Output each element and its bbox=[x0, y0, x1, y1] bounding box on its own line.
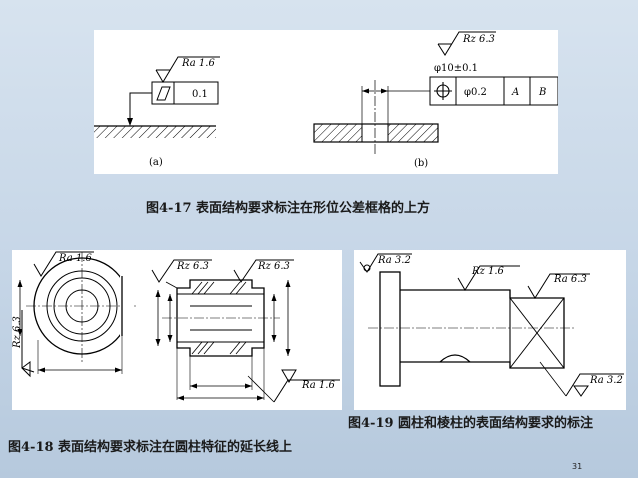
flatness-icon bbox=[156, 86, 171, 101]
ra-left-label-19: Ra 3.2 bbox=[377, 255, 411, 266]
hatched-surface bbox=[94, 126, 216, 138]
fig17a-drawing: 0.1 Ra 1.6 (a) bbox=[94, 56, 220, 168]
fig19-drawing: Ra 3.2 Rz 1.6 Ra 6.3 Ra 3.2 bbox=[359, 253, 624, 397]
rz-mid-label-19: Rz 1.6 bbox=[471, 266, 505, 277]
position-icon bbox=[434, 82, 452, 100]
flange bbox=[379, 271, 401, 387]
tolerance-value: 0.1 bbox=[192, 89, 208, 100]
datum-b: B bbox=[538, 87, 546, 98]
ra-bottom-label: Ra 1.6 bbox=[301, 380, 335, 391]
roughness-symbol-left bbox=[151, 259, 212, 283]
fig18-drawing: Ra 1.6 Rz 6.3 bbox=[12, 251, 340, 403]
groove bbox=[439, 354, 471, 363]
shaft-body bbox=[400, 289, 565, 369]
rz-label: Rz 6.3 bbox=[462, 34, 495, 45]
roughness-symbol-bottom-19 bbox=[573, 385, 589, 397]
roughness-symbol-side bbox=[21, 361, 31, 378]
roughness-symbol bbox=[155, 56, 220, 83]
tolerance-frame bbox=[151, 81, 219, 105]
fig18-panel: Ra 1.6 Rz 6.3 bbox=[12, 250, 342, 410]
fig19-caption: 图4-19 圆柱和棱柱的表面结构要求的标注 bbox=[348, 416, 594, 431]
hatched-plate-right bbox=[388, 124, 438, 142]
rz-right-label: Rz 6.3 bbox=[257, 261, 290, 272]
leader-arrow bbox=[127, 118, 133, 126]
dimension-text: φ10±0.1 bbox=[434, 63, 478, 74]
hatched-plate-left bbox=[314, 124, 362, 142]
end-view: Ra 1.6 Rz 6.3 bbox=[12, 251, 138, 378]
roughness-symbol-bottom bbox=[281, 369, 297, 383]
fig18-caption: 图4-18 表面结构要求标注在圆柱特征的延长线上 bbox=[8, 440, 293, 455]
position-tolerance-value: φ0.2 bbox=[464, 87, 487, 98]
fig17-panel: 0.1 Ra 1.6 (a) bbox=[94, 30, 558, 174]
roughness-symbol-top bbox=[33, 251, 94, 277]
ra-right-label-19: Ra 6.3 bbox=[553, 274, 587, 285]
ra-label: Ra 1.6 bbox=[181, 58, 215, 69]
section-view: Rz 6.3 Rz 6.3 Ra 1.6 bbox=[151, 259, 340, 403]
roughness-symbol-mid-19 bbox=[457, 265, 520, 291]
sublabel-a: (a) bbox=[149, 157, 163, 168]
fig17-drawing: 0.1 Ra 1.6 (a) bbox=[94, 31, 558, 169]
position-tolerance-frame bbox=[429, 76, 558, 106]
page-number: 31 bbox=[572, 462, 583, 471]
roughness-symbol-right-19 bbox=[527, 273, 590, 299]
rz-side-label: Rz 6.3 bbox=[12, 316, 23, 349]
fig17-caption: 图4-17 表面结构要求标注在形位公差框格的上方 bbox=[146, 201, 431, 216]
rz-left-label: Rz 6.3 bbox=[176, 261, 209, 272]
sublabel-b: (b) bbox=[414, 158, 428, 169]
roughness-symbol-right bbox=[233, 259, 294, 283]
fig17b-drawing: φ0.2 A B φ10±0.1 Rz 6.3 (b) bbox=[313, 31, 558, 169]
ra-bottom-label-19: Ra 3.2 bbox=[589, 375, 623, 386]
roughness-symbol-left-19 bbox=[359, 253, 412, 273]
ra-top-label: Ra 1.6 bbox=[58, 253, 92, 264]
datum-a: A bbox=[511, 87, 519, 98]
fig19-panel: Ra 3.2 Rz 1.6 Ra 6.3 Ra 3.2 bbox=[354, 250, 626, 410]
